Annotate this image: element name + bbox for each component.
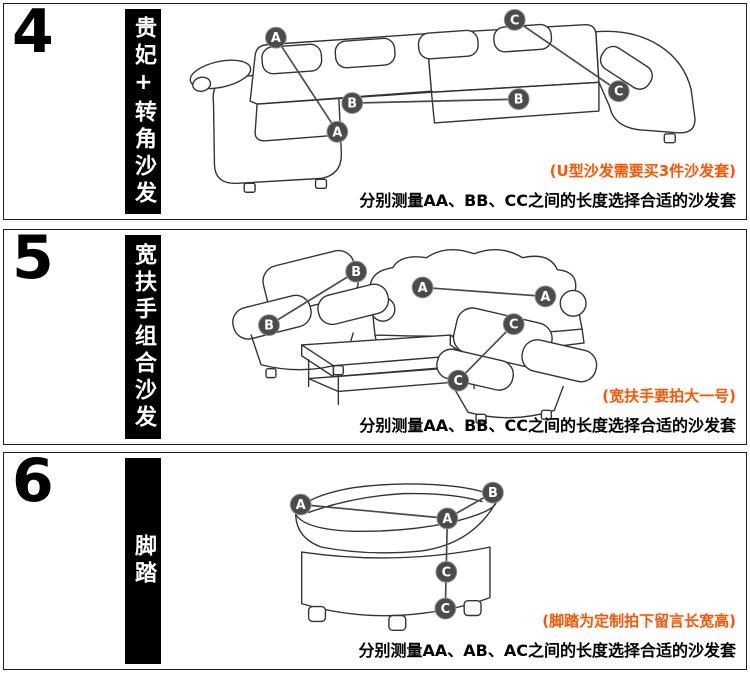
section-footstool: A A B C C 6 脚踏 (脚踏为定制拍下留言长宽高) 分别测量AA、AB、…	[3, 446, 747, 670]
measure-point: B	[258, 314, 280, 337]
measure-point: A	[534, 285, 557, 308]
section-number: 5	[12, 223, 54, 293]
category-label: 脚踏	[131, 534, 156, 588]
measure-point: C	[502, 313, 525, 336]
measure-point-letter: A	[332, 125, 342, 140]
measure-point: C	[447, 369, 470, 392]
measure-point: C	[503, 8, 526, 31]
measure-point-letter: A	[271, 31, 281, 46]
caption-text: 分别测量AA、BB、CC之间的长度选择合适的沙发套	[359, 191, 736, 210]
note-text: (脚踏为定制拍下留言长宽高)	[542, 612, 736, 630]
category-bar: 贵妃+转角沙发	[125, 9, 161, 214]
sofa-outline	[295, 483, 497, 632]
measure-point-letter: B	[514, 93, 524, 108]
measure-point: B	[482, 481, 504, 504]
note-text: (U型沙发需要买3件沙发套)	[549, 162, 736, 180]
section-number: 4	[12, 0, 54, 67]
section-wide-armrest-sofa: A A B B C C 5 宽扶手组合沙发 (宽扶手要拍大一号) 分别测量AA、…	[3, 223, 747, 445]
category-label: 宽扶手组合沙发	[131, 242, 156, 432]
measure-point-letter: B	[347, 97, 357, 112]
measure-point-letter: C	[441, 602, 450, 617]
sofa-outline	[189, 23, 696, 193]
caption-text: 分别测量AA、BB、CC之间的长度选择合适的沙发套	[359, 416, 736, 435]
section-chaise-corner-sofa: A A B B C C 4 贵妃+转角沙发 (U型沙发需要买3件沙发套) 分别测…	[3, 0, 747, 220]
measure-point-letter: A	[442, 512, 452, 527]
ottoman-illustration: A A B C C	[289, 481, 504, 632]
measure-point-letter: B	[488, 486, 498, 501]
measure-point: C	[434, 597, 457, 620]
measure-lines	[275, 19, 620, 133]
measure-point-letter: C	[614, 85, 623, 100]
category-label: 贵妃+转角沙发	[131, 15, 156, 208]
sofa-set-illustration: A A B B C C	[232, 248, 598, 424]
measure-point: B	[345, 260, 368, 283]
measure-point: A	[265, 26, 287, 49]
measure-point-letter: A	[418, 281, 428, 296]
measure-point-letter: A	[296, 498, 306, 513]
measure-point-letter: B	[351, 265, 361, 280]
u-shaped-sofa-illustration: A A B B C C	[189, 8, 696, 193]
measure-point: A	[411, 276, 434, 299]
measure-point: C	[607, 80, 630, 103]
measure-point-letter: C	[442, 565, 451, 580]
measure-point-letter: B	[264, 319, 274, 334]
measure-point: A	[436, 507, 459, 530]
note-text: (宽扶手要拍大一号)	[602, 387, 736, 405]
measure-point-letter: A	[540, 290, 550, 305]
measure-point: B	[507, 88, 530, 111]
measure-point: B	[341, 92, 364, 114]
category-bar: 脚踏	[125, 458, 161, 664]
measure-point: A	[289, 493, 312, 516]
measure-lines	[268, 270, 546, 382]
measure-point-letter: C	[510, 13, 519, 28]
measure-point-letter: C	[454, 374, 463, 389]
caption-text: 分别测量AA、AB、AC之间的长度选择合适的沙发套	[358, 641, 736, 660]
section-number: 6	[12, 446, 54, 516]
category-bar: 宽扶手组合沙发	[125, 235, 161, 439]
measure-point-letter: C	[509, 318, 518, 333]
sofa-outline	[232, 248, 598, 424]
measure-point: A	[326, 120, 349, 143]
measure-point: C	[435, 561, 458, 583]
